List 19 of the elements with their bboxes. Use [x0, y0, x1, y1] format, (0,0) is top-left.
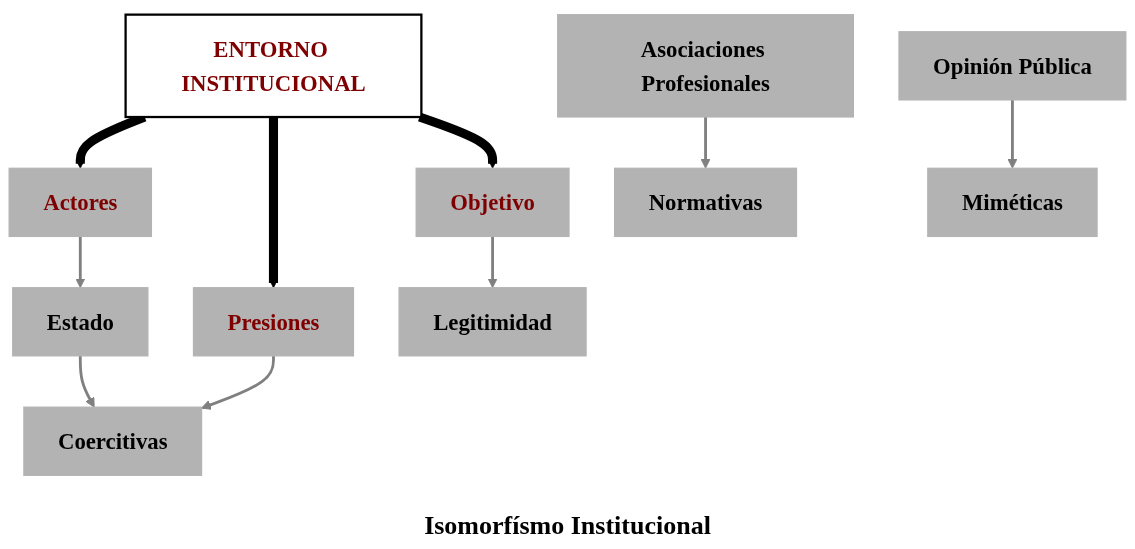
arrow: [1007, 99, 1018, 169]
node-box: Normativas: [613, 167, 798, 238]
node-box: Miméticas: [927, 167, 1098, 238]
node-box: Coercitivas: [23, 406, 203, 476]
node-box: Legitimidad: [398, 287, 587, 357]
node-box: ENTORNO INSTITUCIONAL: [124, 13, 423, 119]
node-box: Presiones: [192, 287, 355, 357]
node-box: Estado: [12, 287, 149, 357]
arrow: [201, 355, 275, 410]
diagram-caption: Isomorfísmo Institucional: [424, 511, 711, 541]
node-box: Actores: [8, 167, 153, 238]
node-box: Asociaciones Profesionales: [557, 14, 854, 118]
arrow: [78, 355, 95, 408]
arrow: [487, 236, 498, 289]
node-box: Opinión Pública: [898, 31, 1127, 101]
arrow: [418, 112, 498, 169]
arrow: [75, 236, 86, 289]
arrow: [700, 117, 711, 169]
node-box: Objetivo: [415, 167, 570, 238]
